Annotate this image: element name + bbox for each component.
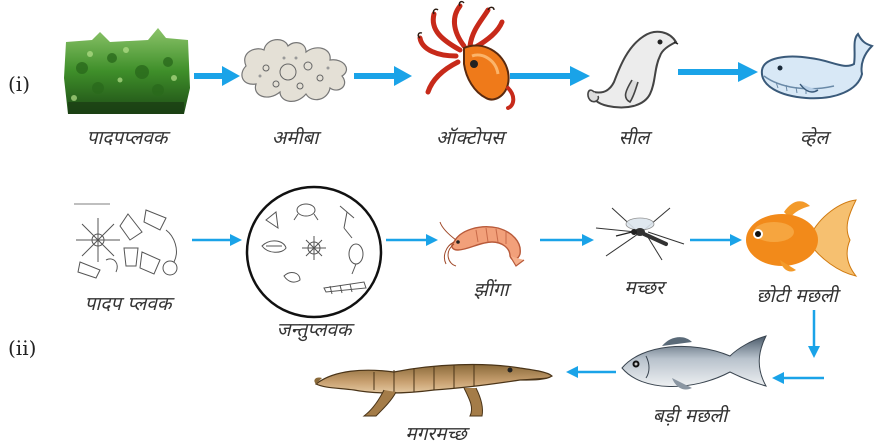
arrow-goldfish-down [808,310,820,358]
chain-ii-label: (ii) [8,336,36,360]
node-label-seal: सील [586,124,682,150]
node-label-phytoplankton: पादपप्लवक [62,124,192,150]
octopus-icon [412,0,522,112]
whale-icon [756,30,872,104]
zooplankton-icon [244,184,384,320]
crocodile-icon [314,350,554,422]
chain-i-label: (i) [8,72,30,96]
arrow-to-bigfish [772,372,824,384]
arrow-octopus-to-seal [510,66,590,86]
node-label-crocodile: मगरमच्छ [366,420,506,446]
arrow-amoeba-to-octopus [354,66,412,86]
shrimp-icon [440,214,534,270]
node-label-phytoplankton-2: पादप प्लवक [58,290,198,316]
phytoplankton-icon [70,200,186,280]
arrow-seal-to-whale [678,62,758,82]
fish-icon [612,334,768,398]
arrow-shrimp-to-mosquito [540,234,594,246]
node-label-zooplankton: जन्तुप्लवक [240,316,388,342]
node-label-shrimp: झींगा [456,276,526,302]
mosquito-icon [592,200,690,264]
arrow-bigfish-to-crocodile [566,366,616,378]
goldfish-icon [740,196,858,278]
amoeba-icon [236,36,354,108]
arrow-phyto-to-zoo [192,234,242,246]
node-label-goldfish: छोटी मछली [722,282,872,308]
seal-icon [586,20,682,112]
arrow-mosquito-to-goldfish [690,234,742,246]
node-label-octopus: ऑक्टोपस [410,124,530,150]
phytoplankton-icon [62,28,192,116]
arrow-zoo-to-shrimp [386,234,438,246]
node-label-whale: व्हेल [756,124,872,150]
node-label-mosquito: मच्छर [604,274,684,300]
node-label-bigfish: बड़ी मछली [620,402,760,428]
node-label-amoeba: अमीबा [236,124,354,150]
arrow-phyto-to-amoeba [194,66,240,86]
